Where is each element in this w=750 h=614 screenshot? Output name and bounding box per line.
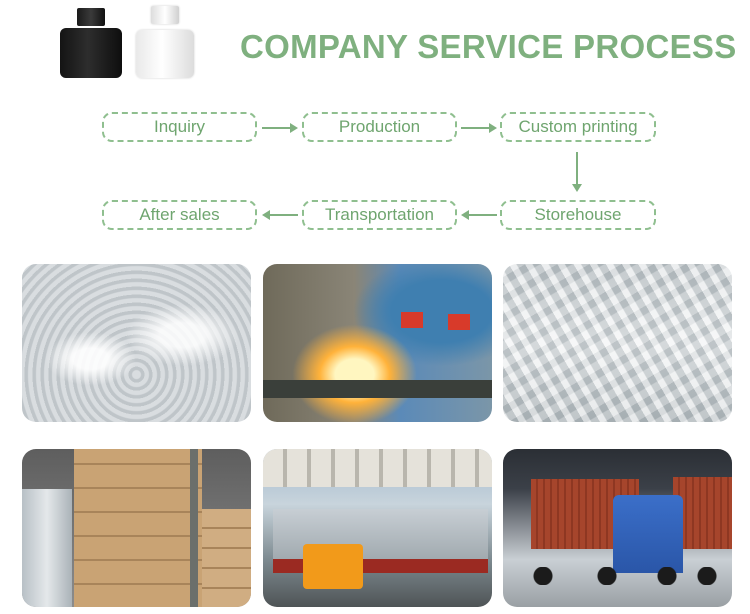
- glass-bottles-photo: [22, 264, 251, 422]
- warehouse-boxes-photo: [22, 449, 251, 607]
- truck-wheels: [523, 567, 723, 585]
- loading-truck-photo: [263, 449, 492, 607]
- step-inquiry: Inquiry: [102, 112, 257, 142]
- warehouse-pillar: [190, 449, 198, 607]
- white-bottle: [136, 30, 194, 78]
- machine-part: [448, 314, 470, 330]
- machine-part: [401, 312, 423, 328]
- step-custom-printing: Custom printing: [500, 112, 656, 142]
- page-title: COMPANY SERVICE PROCESS: [240, 28, 737, 65]
- forklift: [303, 544, 363, 589]
- product-bottles-image: [50, 0, 200, 100]
- arrow-right-icon: [461, 123, 497, 133]
- step-storehouse: Storehouse: [500, 200, 656, 230]
- conveyor-belt: [263, 380, 492, 398]
- wrapped-pallet: [22, 489, 72, 607]
- arrow-left-icon: [262, 210, 298, 220]
- container-truck-photo: [503, 449, 732, 607]
- carton-stack: [202, 509, 251, 607]
- factory-furnace-photo: [263, 264, 492, 422]
- carton-stack: [74, 449, 202, 607]
- glass-parts-photo: [503, 264, 732, 422]
- black-bottle: [60, 28, 122, 78]
- arrow-left-icon: [461, 210, 497, 220]
- arrow-down-icon: [572, 152, 582, 192]
- black-cap: [77, 8, 105, 26]
- white-cap: [151, 6, 179, 24]
- step-after-sales: After sales: [102, 200, 257, 230]
- step-production: Production: [302, 112, 457, 142]
- step-transportation: Transportation: [302, 200, 457, 230]
- arrow-right-icon: [262, 123, 298, 133]
- building: [263, 449, 492, 487]
- truck-cab: [613, 495, 683, 573]
